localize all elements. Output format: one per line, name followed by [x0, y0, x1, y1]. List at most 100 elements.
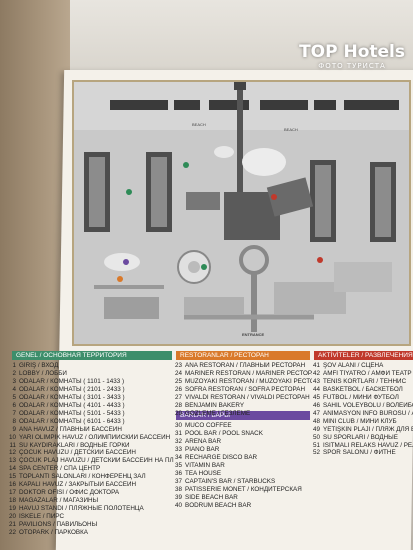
legend-item-label: GÖZLEME / ГЁЗЛЕМЕ — [185, 409, 251, 417]
legend-item-label: POOL BAR / POOL SNACK — [185, 429, 263, 437]
bars-section-header: BARLAR / БАРЫ — [176, 411, 310, 420]
general-section-header: GENEL / ОСНОВНАЯ ТЕРРИТОРИЯ — [12, 351, 172, 360]
legend-item-label: CAPTAIN'S BAR / STARBUCKS — [185, 477, 276, 485]
legend-item-number: 8 — [12, 417, 16, 425]
legend-item-number: 31 — [174, 429, 182, 437]
legend-item-number: 34 — [174, 453, 182, 461]
legend-item-number: 52 — [312, 449, 320, 457]
legend-item-number: 12 — [8, 449, 16, 457]
legend-item-number: 22 — [8, 529, 16, 537]
legend-item-number: 42 — [312, 369, 320, 377]
legend-item-label: ANA HAVUZ / ГЛАВНЫЙ БАССЕЙН — [19, 425, 122, 433]
legend-item-number: 17 — [8, 489, 16, 497]
legend-item-label: FUTBOL / МИНИ ФУТБОЛ — [323, 393, 399, 401]
legend-item-number: 4 — [12, 385, 16, 393]
legend-item-label: AMFİ TİYATRO / АМФИ ТЕАТР — [323, 369, 412, 377]
legend-item-label: PIANO BAR — [185, 445, 220, 453]
legend-item-number: 16 — [8, 481, 16, 489]
legend-item-label: ÇOCUK PLAJ HAVUZU / ДЕТСКИЙ БАССЕЙН НА П… — [19, 457, 174, 465]
legend-item-label: ANA RESTORAN / ГЛАВНЫЙ РЕСТОРАН — [185, 362, 306, 369]
legend-item-label: ODALAR / КОМНАТЫ ( 2101 - 2433 ) — [19, 385, 125, 393]
legend-item-label: TOPLANTI SALONLARI / КОНФЕРЕНЦ ЗАЛ — [19, 473, 146, 481]
legend-item-label: LOBBY / ЛОББИ — [19, 369, 67, 377]
legend-item-number: 46 — [312, 401, 320, 409]
legend-item-number: 32 — [174, 437, 182, 445]
legend-item-label: SPA CENTER / СПА ЦЕНТР — [19, 465, 101, 473]
legend-item-number: 45 — [312, 393, 320, 401]
legend-item-number: 28 — [174, 401, 182, 409]
legend-item-number: 23 — [174, 362, 182, 369]
legend-item-label: TEA HOUSE — [185, 469, 222, 477]
general-section-title: GENEL / ОСНОВНАЯ ТЕРРИТОРИЯ — [16, 352, 127, 359]
tophotels-watermark: TOP Hotels ФОТО ТУРИСТА — [299, 42, 405, 70]
legend-item-number: 7 — [12, 409, 16, 417]
legend-item-number: 51 — [312, 441, 320, 449]
restaurants-section-header: RESTORANLAR / РЕСТОРАН — [176, 351, 310, 360]
legend-item-label: ANİMASYON İNFO BÜROSU / АНИМАЦИОННАЯ АФИ… — [323, 409, 413, 417]
legend-item-number: 39 — [174, 493, 182, 501]
legend-item-label: ODALAR / КОМНАТЫ ( 6101 - 6433 ) — [19, 417, 125, 425]
legend-item-label: HAVUJ STANDI / ПЛЯЖНЫЕ ПОЛОТЕНЦА — [19, 505, 144, 513]
legend-item-label: ŞOV ALANI / СЦЕНА — [323, 362, 384, 369]
legend-item-number: 43 — [312, 377, 320, 385]
legend-item-label: ODALAR / КОМНАТЫ ( 1101 - 1433 ) — [19, 377, 125, 385]
legend-item-number: 26 — [174, 385, 182, 393]
legend-item-label: ISITMALI RELAKS HAVUZ / РЕЛАКС БАССЕЙН С… — [323, 441, 413, 449]
legend-item-label: OTOPARK / ПАРКОВКА — [19, 529, 88, 537]
legend-item-number: 30 — [174, 422, 182, 429]
legend-item-number: 44 — [312, 385, 320, 393]
legend-item-label: DOKTOR OFİSİ / ОФИС ДОКТОРА — [19, 489, 120, 497]
resort-map: BEACH BEACH ENTRANCE — [72, 80, 411, 346]
legend-item-label: VITAMIN BAR — [185, 461, 225, 469]
legend-item-number: 47 — [312, 409, 320, 417]
legend-item-label: KAPALI HAVUZ / ЗАКРЫТЫЙ БАССЕЙН — [19, 481, 137, 489]
legend-item-number: 9 — [12, 425, 16, 433]
legend-item-number: 19 — [8, 505, 16, 513]
legend-item-number: 40 — [174, 501, 182, 509]
legend-item-number: 33 — [174, 445, 182, 453]
legend-item-number: 20 — [8, 513, 16, 521]
legend-item-number: 36 — [174, 469, 182, 477]
legend-item-label: ODALAR / КОМНАТЫ ( 4101 - 4433 ) — [19, 401, 125, 409]
legend-item-label: YARI OLİMPİK HAVUZ / ОЛИМПИЙСКИЙ БАССЕЙН — [19, 433, 171, 441]
legend-item-number: 14 — [8, 465, 16, 473]
legend-item-label: PATISSERIE MONET / КОНДИТЕРСКАЯ — [185, 485, 302, 493]
legend-item-number: 11 — [9, 441, 16, 449]
legend-item-label: BASKETBOL / БАСКЕТБОЛ — [323, 385, 403, 393]
legend-item-number: 50 — [312, 433, 320, 441]
legend-item-label: MARINER RESTORAN / MARINER РЕСТОРАН — [185, 369, 312, 377]
legend-item-label: SAHIL VOLEYBOLU / ВОЛЕЙБОЛ — [323, 401, 413, 409]
legend-item-label: MUZOYAKI RESTORAN / MUZOYAKI РЕСТОРАН — [185, 377, 312, 385]
